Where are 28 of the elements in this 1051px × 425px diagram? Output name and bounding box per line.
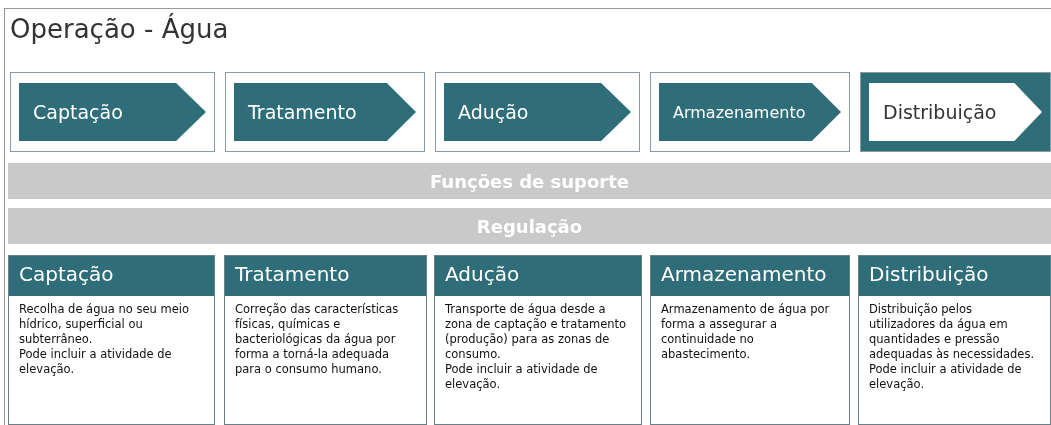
description-text: Pode incluir a atividade de elevação. bbox=[445, 362, 599, 392]
description-text: Distribuição pelos utilizadores da água em quantidades e pressão adequadas às necessidades. Pode incluir a atividade de elevação. bbox=[869, 302, 1036, 392]
card-heading: Distribuição bbox=[859, 256, 1050, 296]
step-label: Distribuição bbox=[883, 101, 997, 123]
description-text: Recolha de água no seu meio hídrico, superficial ou subterrâneo. bbox=[19, 302, 190, 347]
step-label: Tratamento bbox=[248, 101, 357, 123]
step-frame bbox=[860, 72, 1051, 152]
card-heading: Tratamento bbox=[225, 256, 426, 296]
info-card bbox=[434, 255, 642, 425]
step-label: Adução bbox=[458, 101, 529, 123]
description-text: Pode incluir a atividade de elevação. bbox=[19, 347, 173, 377]
step-frame bbox=[225, 72, 425, 152]
card-heading: Adução bbox=[435, 256, 641, 296]
card-heading: Armazenamento bbox=[651, 256, 849, 296]
description-text: Armazenamento de água por forma a assegurar a continuidade no abastecimento. bbox=[661, 302, 831, 362]
page-title: Operação - Água bbox=[10, 14, 229, 44]
step-label: Armazenamento bbox=[673, 102, 806, 122]
info-card bbox=[8, 255, 215, 425]
info-card bbox=[224, 255, 427, 425]
step-label: Captação bbox=[33, 101, 123, 123]
step-frame bbox=[10, 72, 215, 152]
description-text: Correção das características físicas, químicas e bacteriológicas da água por forma a torná-la adequada para o consumo humano. bbox=[235, 302, 400, 377]
card-heading: Captação bbox=[9, 256, 214, 296]
info-card bbox=[650, 255, 850, 425]
step-frame bbox=[650, 72, 850, 152]
info-card bbox=[858, 255, 1051, 425]
description-text: Transporte de água desde a zona de captação e tratamento (produção) para as zonas de consumo. bbox=[445, 302, 628, 362]
step-frame bbox=[435, 72, 640, 152]
